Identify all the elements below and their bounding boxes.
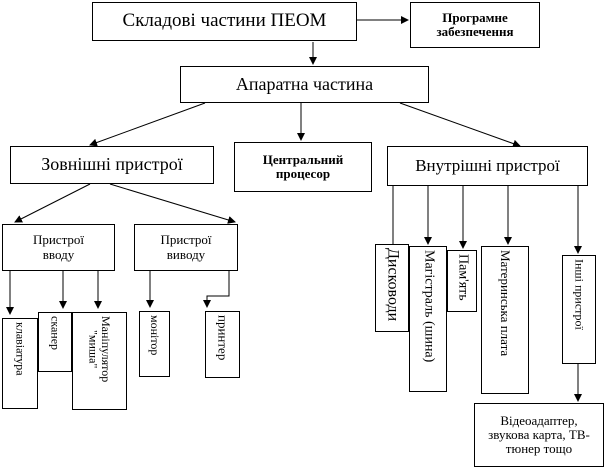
output-devices-box: Пристрої виводу — [134, 224, 238, 271]
software-box: Програмне забезпечення — [410, 2, 540, 48]
monitor-box: монітор — [139, 311, 170, 377]
keyboard-label: клавіатура — [13, 322, 28, 376]
internal-devices-box: Внутрішні пристрої — [387, 146, 588, 186]
scanner-label: сканер — [48, 316, 63, 351]
bus-box: Магістраль (шина) — [409, 246, 447, 392]
arrow-external-to-input — [14, 183, 91, 223]
other-examples-box: Відеоадаптер, звукова карта, ТВ-тюнер то… — [474, 403, 604, 467]
other-devices-label: Інші пристрої — [572, 259, 587, 330]
keyboard-box: клавіатура — [2, 318, 38, 409]
arrow-output-to-printer — [203, 271, 230, 308]
motherboard-label: Материнська плата — [497, 250, 513, 357]
mouse-box: Маніпулятор "миша" — [72, 312, 127, 410]
root-box: Складові частини ПЕОМ — [92, 2, 357, 41]
memory-box: Пам'ять — [447, 250, 477, 312]
arrow-hardware-to-internal — [399, 102, 521, 148]
printer-label: принтер — [215, 315, 231, 361]
monitor-label: монітор — [147, 315, 162, 356]
motherboard-box: Материнська плата — [481, 246, 529, 394]
disk-drives-box: Дисководи — [375, 244, 409, 332]
cpu-box: Центральний процесор — [234, 142, 372, 192]
arrow-external-to-output — [109, 183, 236, 224]
printer-box: принтер — [205, 311, 240, 378]
mouse-label: Маніпулятор "миша" — [86, 316, 114, 383]
hardware-box: Апаратна частина — [180, 66, 429, 103]
arrow-hardware-to-external — [89, 102, 206, 147]
disk-drives-label: Дисководи — [384, 248, 402, 322]
input-devices-box: Пристрої вводу — [2, 224, 115, 271]
external-devices-box: Зовнішні пристрої — [10, 146, 214, 184]
bus-label: Магістраль (шина) — [421, 250, 437, 363]
other-devices-box: Інші пристрої — [562, 255, 596, 364]
scanner-box: сканер — [38, 312, 72, 372]
memory-label: Пам'ять — [455, 254, 471, 301]
